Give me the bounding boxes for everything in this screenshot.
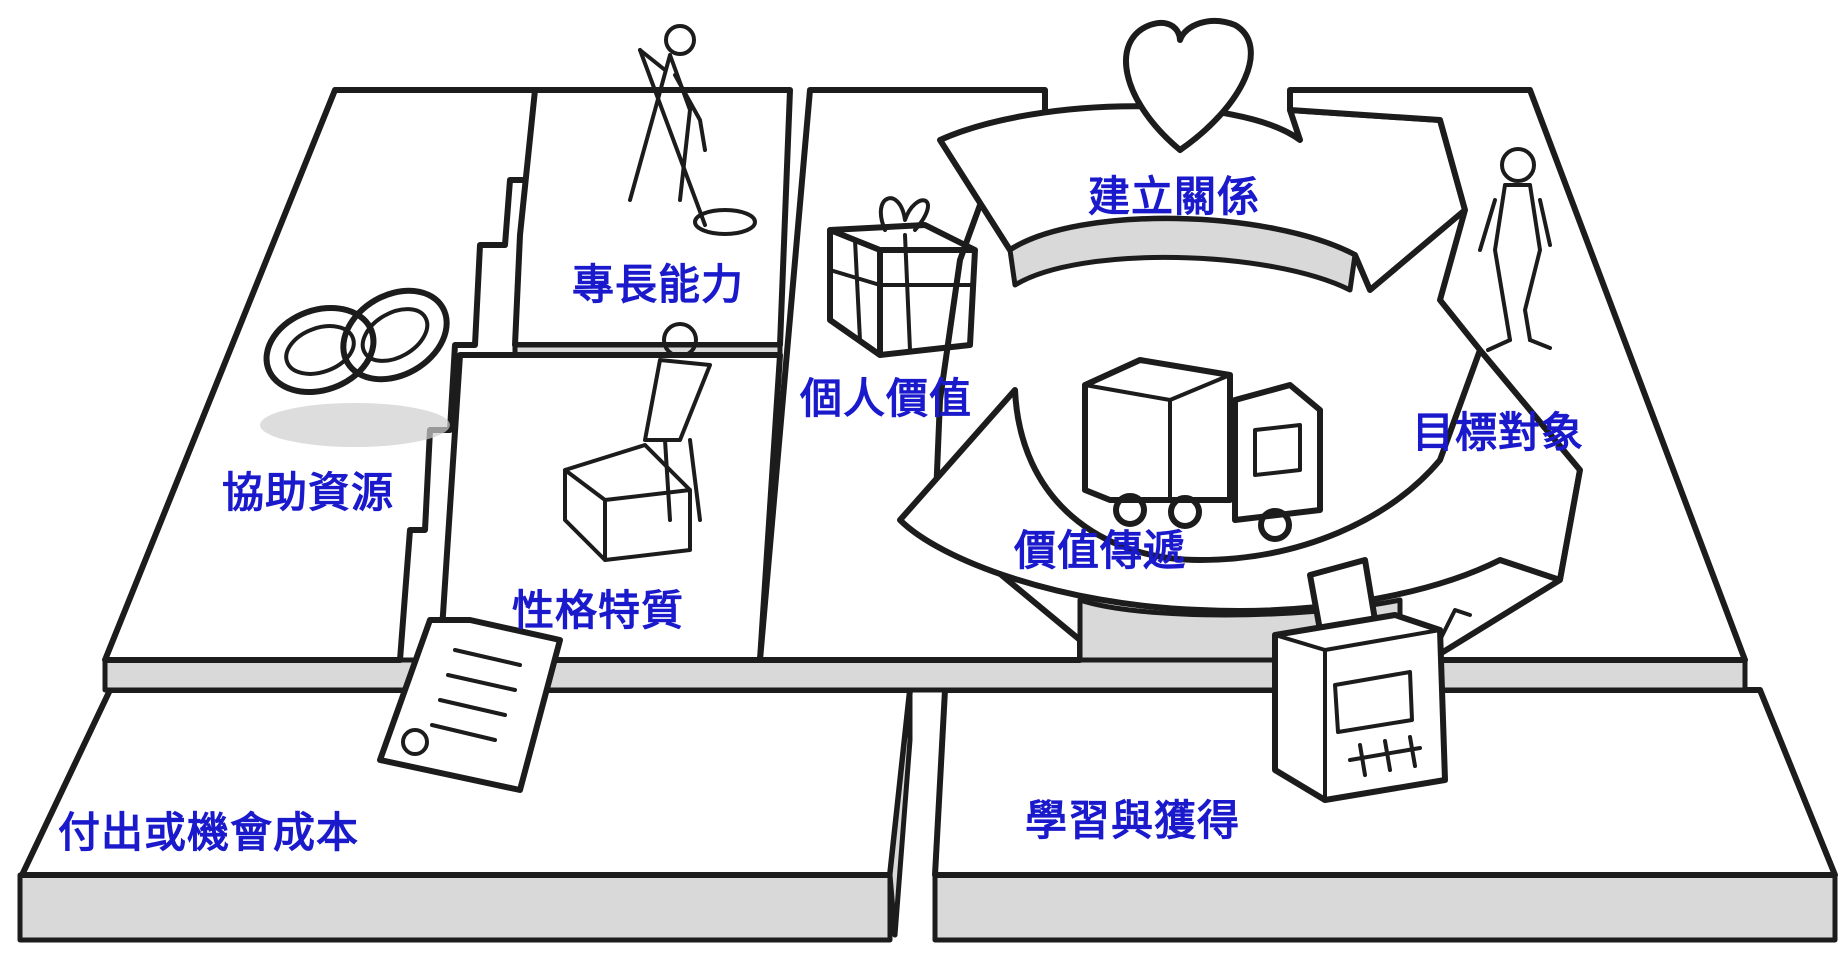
upper-platform-edge xyxy=(102,657,1748,693)
delivery-truck-icon xyxy=(1082,357,1323,542)
person-with-box-icon xyxy=(563,322,712,562)
revenue-streams-label: 學習與獲得 xyxy=(1025,796,1241,845)
cost-structure-block xyxy=(17,687,913,943)
key-activities-block xyxy=(512,87,793,363)
customer-relationships-label: 建立關係 xyxy=(1088,172,1261,221)
key-partners-label: 協助資源 xyxy=(222,468,395,517)
value-proposition-label: 個人價值 xyxy=(800,374,973,423)
key-resources-label: 性格特質 xyxy=(512,586,685,635)
chain-links-icon xyxy=(260,287,450,447)
channels-label: 價值傳遞 xyxy=(1014,526,1187,575)
key-activities-label: 專長能力 xyxy=(572,260,745,309)
person-digging-icon xyxy=(628,24,757,236)
key-resources-block xyxy=(437,352,783,663)
customer-segments-label: 目標對象 xyxy=(1412,408,1585,457)
standing-person-icon xyxy=(1478,147,1552,352)
customer-segments-block xyxy=(1287,87,1748,663)
gift-box-icon xyxy=(827,196,978,358)
heart-icon xyxy=(1123,18,1254,153)
cost-structure-label: 付出或機會成本 xyxy=(58,808,360,857)
cash-register-icon xyxy=(1272,557,1472,803)
price-list-paper-icon xyxy=(377,617,563,793)
customer-relationships-block xyxy=(937,103,1468,293)
